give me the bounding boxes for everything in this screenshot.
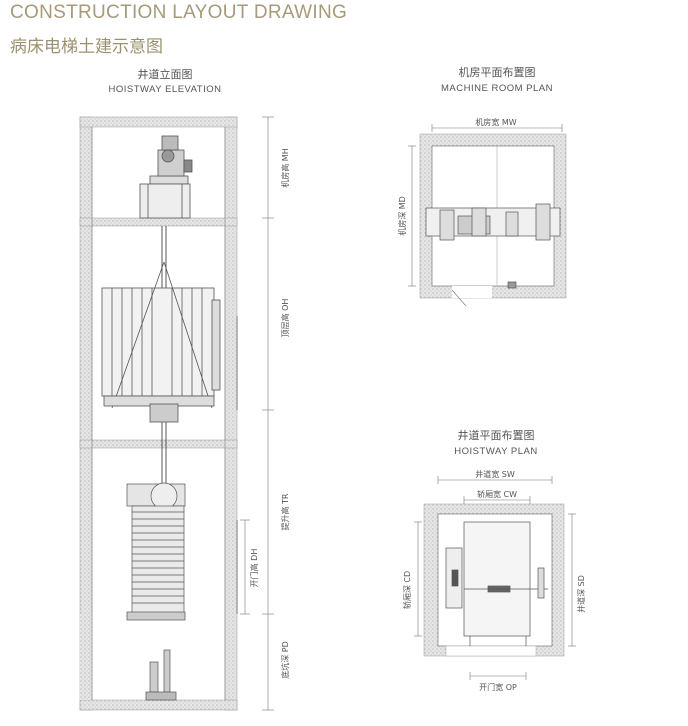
dim-label-dh: 开门高 DH (249, 549, 259, 588)
elevation-title-en: HOISTWAY ELEVATION (109, 84, 222, 95)
hoistway-walls (79, 116, 238, 711)
machine-room-title-en: MACHINE ROOM PLAN (441, 83, 553, 94)
hoistway-plan-title-cn: 井道平面布置图 (458, 428, 535, 442)
dim-label-mw: 机房宽 MW (475, 117, 516, 127)
dim-label-tr: 提升高 TR (280, 493, 290, 530)
dim-label-cd: 轿厢深 CD (402, 571, 412, 609)
elevator-car (101, 261, 221, 423)
mw-dimension-line (431, 124, 563, 132)
hoistway-elevation: 井道立面图 HOISTWAY ELEVATION (79, 67, 290, 711)
traction-machine (139, 135, 193, 219)
elevation-dimension-lines (240, 116, 274, 711)
dim-label-pd: 底坑深 PD (280, 641, 290, 679)
sw-cw-dimension-lines (437, 476, 553, 504)
dim-label-sw: 井道宽 SW (475, 469, 515, 479)
dim-label-oh: 顶层高 OH (280, 299, 290, 338)
pit-buffers (145, 649, 177, 701)
md-dimension-line (408, 145, 416, 287)
cd-sd-dimension-lines (414, 513, 576, 647)
drawing-title-en: CONSTRUCTION LAYOUT DRAWING (10, 2, 348, 23)
drawing-title-cn: 病床电梯土建示意图 (10, 37, 163, 57)
elevation-title-cn: 井道立面图 (138, 67, 193, 81)
dim-label-md: 机房深 MD (397, 196, 407, 236)
hoistway-plan-title-en: HOISTWAY PLAN (454, 446, 537, 457)
dim-label-sd: 井道深 SD (576, 575, 586, 613)
dim-label-mh: 机房高 MH (280, 148, 290, 187)
counterweight (126, 482, 186, 621)
op-dimension-line (469, 672, 527, 680)
machine-room-plan: 机房平面布置图 MACHINE ROOM PLAN 机房宽 MW (397, 65, 567, 307)
dim-label-cw: 轿厢宽 CW (477, 489, 517, 499)
hoistway-plan-car (445, 521, 548, 646)
machine-room-equipment (425, 203, 561, 289)
dim-label-op: 开门宽 OP (479, 682, 517, 692)
hoistway-plan: 井道平面布置图 HOISTWAY PLAN 井道宽 SW 轿厢宽 CW (402, 428, 586, 692)
machine-room-title-cn: 机房平面布置图 (459, 65, 536, 79)
